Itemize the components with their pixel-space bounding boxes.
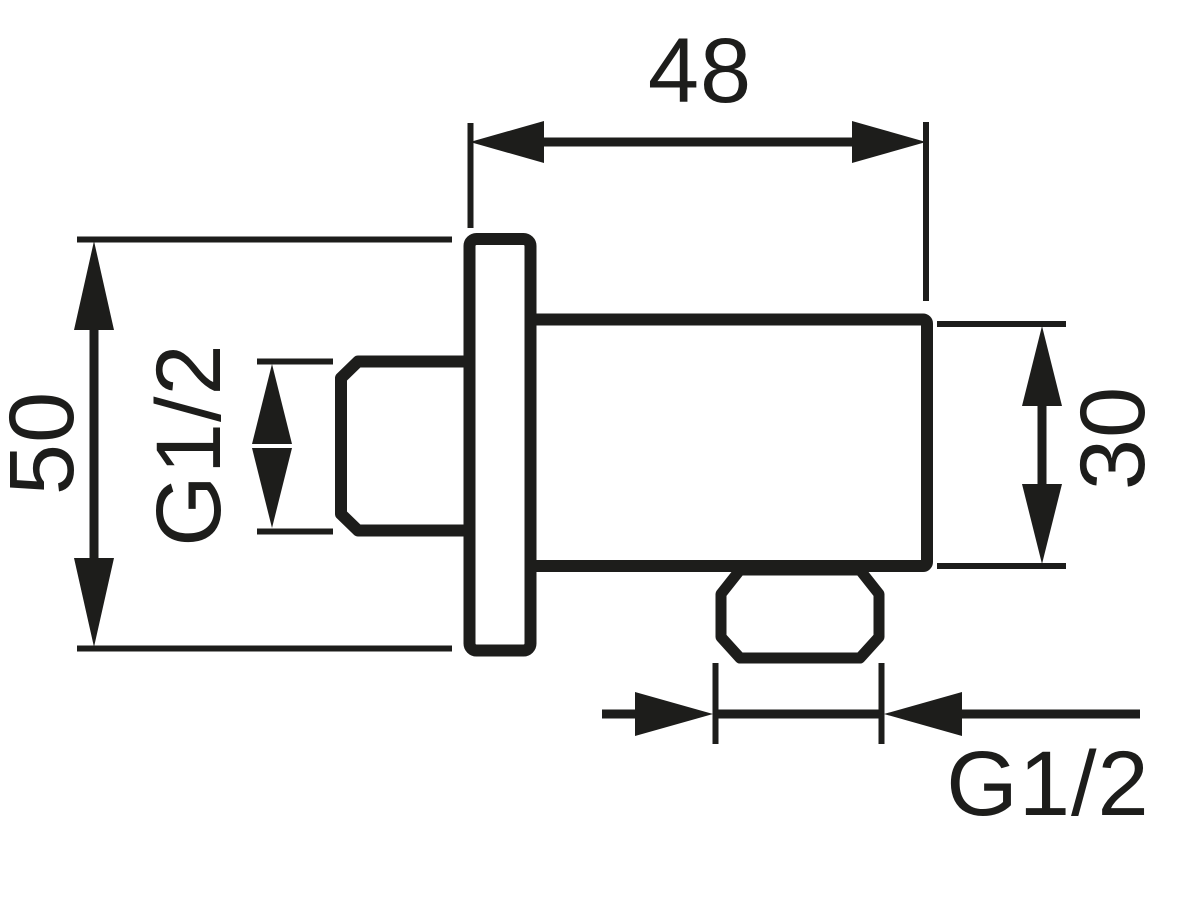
- dim-depth-30: 30: [937, 321, 1164, 569]
- dim-width-label: 48: [648, 20, 752, 122]
- dim-height-50: 50: [0, 236, 452, 652]
- thread-bottom-label: G1/2: [946, 733, 1149, 835]
- valve-body-outline: [524, 313, 933, 572]
- dim-thread-side: G1/2: [138, 343, 333, 547]
- dim-height-label: 50: [0, 391, 93, 495]
- part-outline: [335, 233, 933, 664]
- wall-flange-outline: [463, 233, 537, 657]
- dim-width-48: 48: [467, 20, 929, 301]
- arrowhead-down-icon: [74, 558, 114, 647]
- arrowhead-up-icon: [74, 241, 114, 330]
- arrowhead-left-icon: [884, 692, 962, 736]
- arrowhead-right-icon: [852, 121, 926, 163]
- arrowhead-down-icon: [252, 448, 292, 528]
- arrowhead-left-icon: [470, 121, 544, 163]
- thread-side-label: G1/2: [138, 343, 240, 546]
- arrowhead-right-icon: [635, 692, 713, 736]
- arrowhead-up-icon: [252, 364, 292, 444]
- dim-thread-bottom: G1/2: [602, 663, 1149, 835]
- arrowhead-down-icon: [1022, 484, 1062, 564]
- hex-nut-outline: [715, 564, 885, 664]
- arrowhead-up-icon: [1022, 326, 1062, 406]
- dim-depth-label: 30: [1062, 386, 1164, 490]
